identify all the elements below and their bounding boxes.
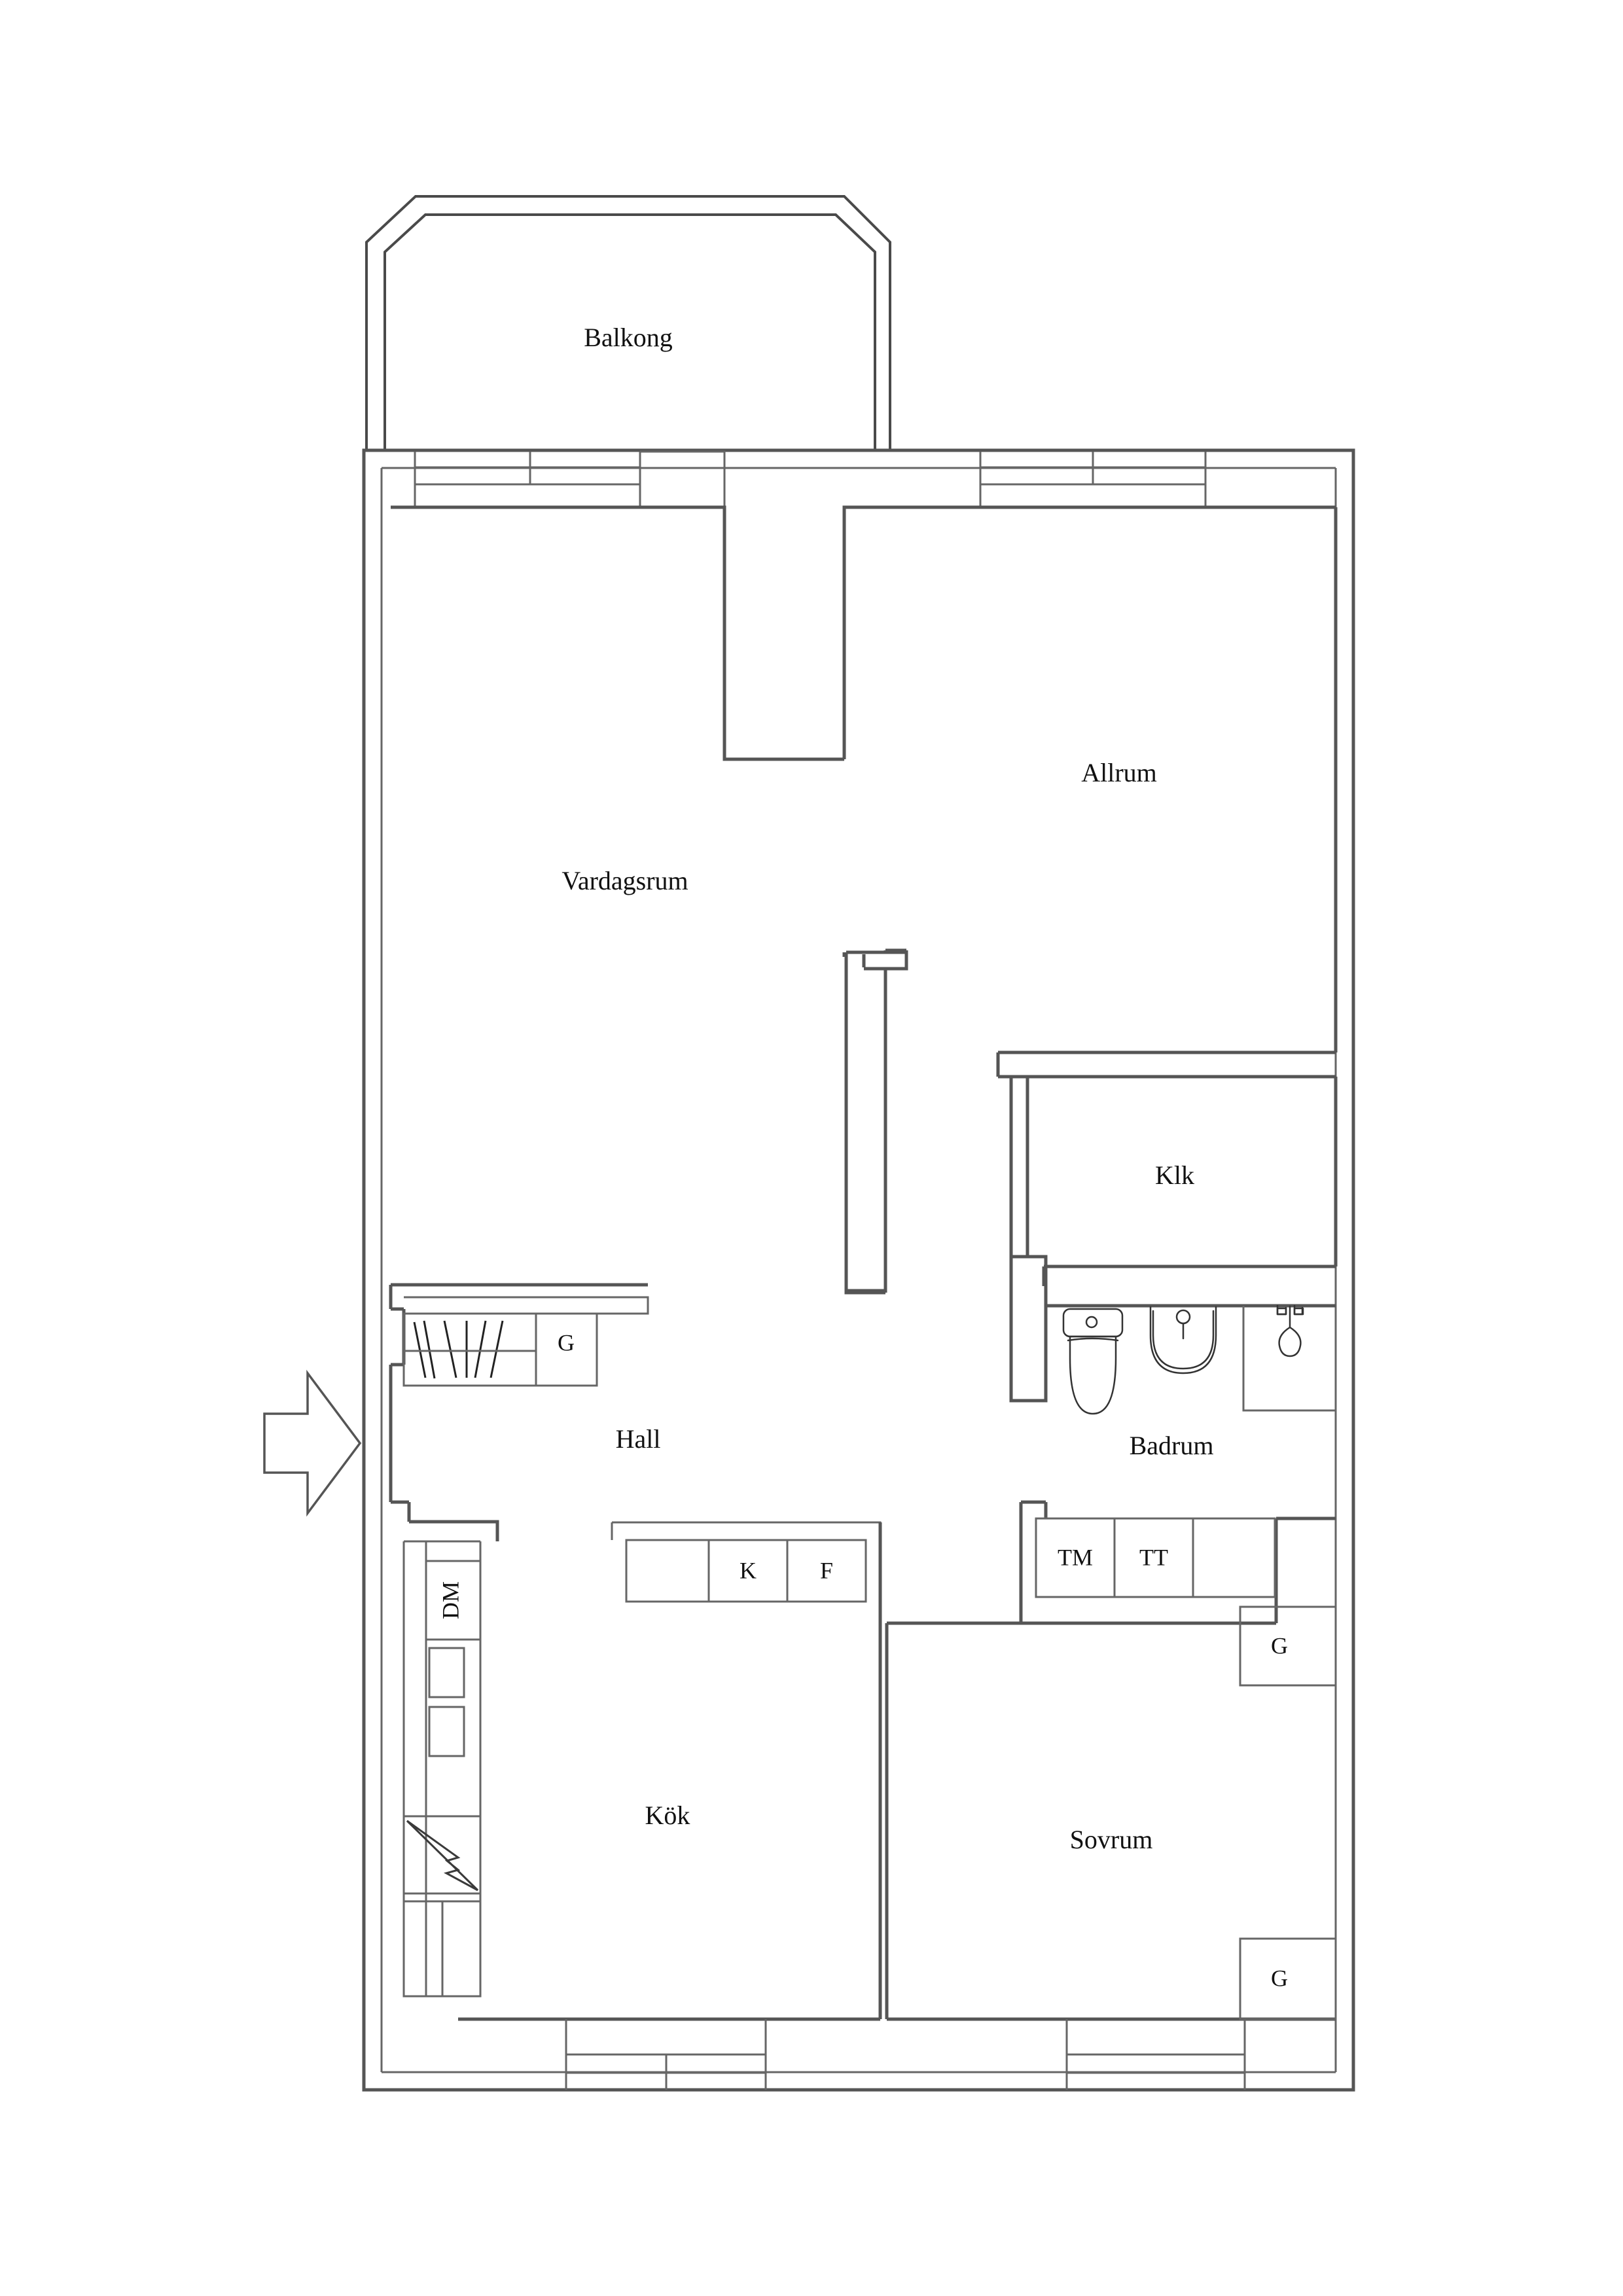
fixture-label-group: G G G DM K F TM TT (437, 1329, 1288, 1991)
laundry-appliance-row (1035, 1517, 1276, 1598)
fixture-label-washing-machine: TM (1058, 1544, 1093, 1570)
toilet-icon (1062, 1308, 1124, 1415)
fixture-label-wardrobe-sovrum-1: G (1271, 1632, 1288, 1659)
room-label-badrum: Badrum (1130, 1431, 1214, 1460)
wardrobe-sovrum-upper (1239, 1605, 1337, 1687)
apartment-outer-wall (362, 448, 1355, 2092)
dishwasher-box (425, 1560, 482, 1641)
room-label-klk: Klk (1155, 1160, 1194, 1190)
fixture-label-wardrobe-sovrum-2: G (1271, 1965, 1288, 1991)
electrical-panel (402, 1815, 482, 1895)
hall-walls (389, 1285, 497, 1524)
fixture-label-dishwasher: DM (437, 1581, 463, 1619)
fixture-label-fridge: F (820, 1557, 833, 1583)
room-label-allrum: Allrum (1081, 758, 1157, 787)
vardagsrum-walls (391, 505, 980, 1287)
allrum-walls (980, 505, 1338, 1257)
kok-right-wall (458, 1522, 882, 2021)
entrance-arrow-icon[interactable] (263, 1369, 362, 1517)
window-vardagsrum-top (414, 450, 726, 509)
shower-enclosure (1242, 1306, 1336, 1412)
wardrobe-sovrum-lower (1239, 1937, 1337, 2020)
kitchen-drawer-lower (428, 1706, 465, 1757)
hat-shelf (404, 1296, 649, 1315)
window-sovrum-bottom (1065, 2019, 1246, 2090)
fixture-label-wardrobe-hall: G (558, 1329, 575, 1355)
central-partition-wall (844, 950, 908, 1293)
window-allrum-top (979, 452, 1207, 509)
room-label-hall: Hall (616, 1424, 661, 1454)
kitchen-cabinet-lower (402, 1900, 482, 1998)
coat-hooks-icon (402, 1312, 537, 1387)
fixture-label-tumble-dryer: TT (1139, 1544, 1168, 1570)
klk-doorway-jamb (1009, 1077, 1029, 1259)
window-kok-bottom (565, 2019, 767, 2090)
shower-head-icon (1276, 1304, 1304, 1357)
room-label-balkong: Balkong (584, 323, 673, 352)
central-partition-detail (844, 948, 908, 1295)
sovrum-walls (885, 1621, 1336, 2021)
badrum-walls (1009, 1255, 1336, 1625)
washbasin-icon (1149, 1306, 1217, 1374)
room-label-vardagsrum: Vardagsrum (562, 866, 688, 895)
fixture-label-stove: K (740, 1557, 757, 1583)
room-label-kok: Kök (645, 1801, 690, 1830)
wardrobe-hall (535, 1312, 598, 1387)
room-label-group: Balkong Vardagsrum Allrum Klk Badrum Hal… (562, 323, 1213, 1854)
kitchen-drawer-upper (428, 1647, 465, 1698)
balkong-outline (365, 195, 891, 452)
room-label-sovrum: Sovrum (1070, 1825, 1153, 1854)
